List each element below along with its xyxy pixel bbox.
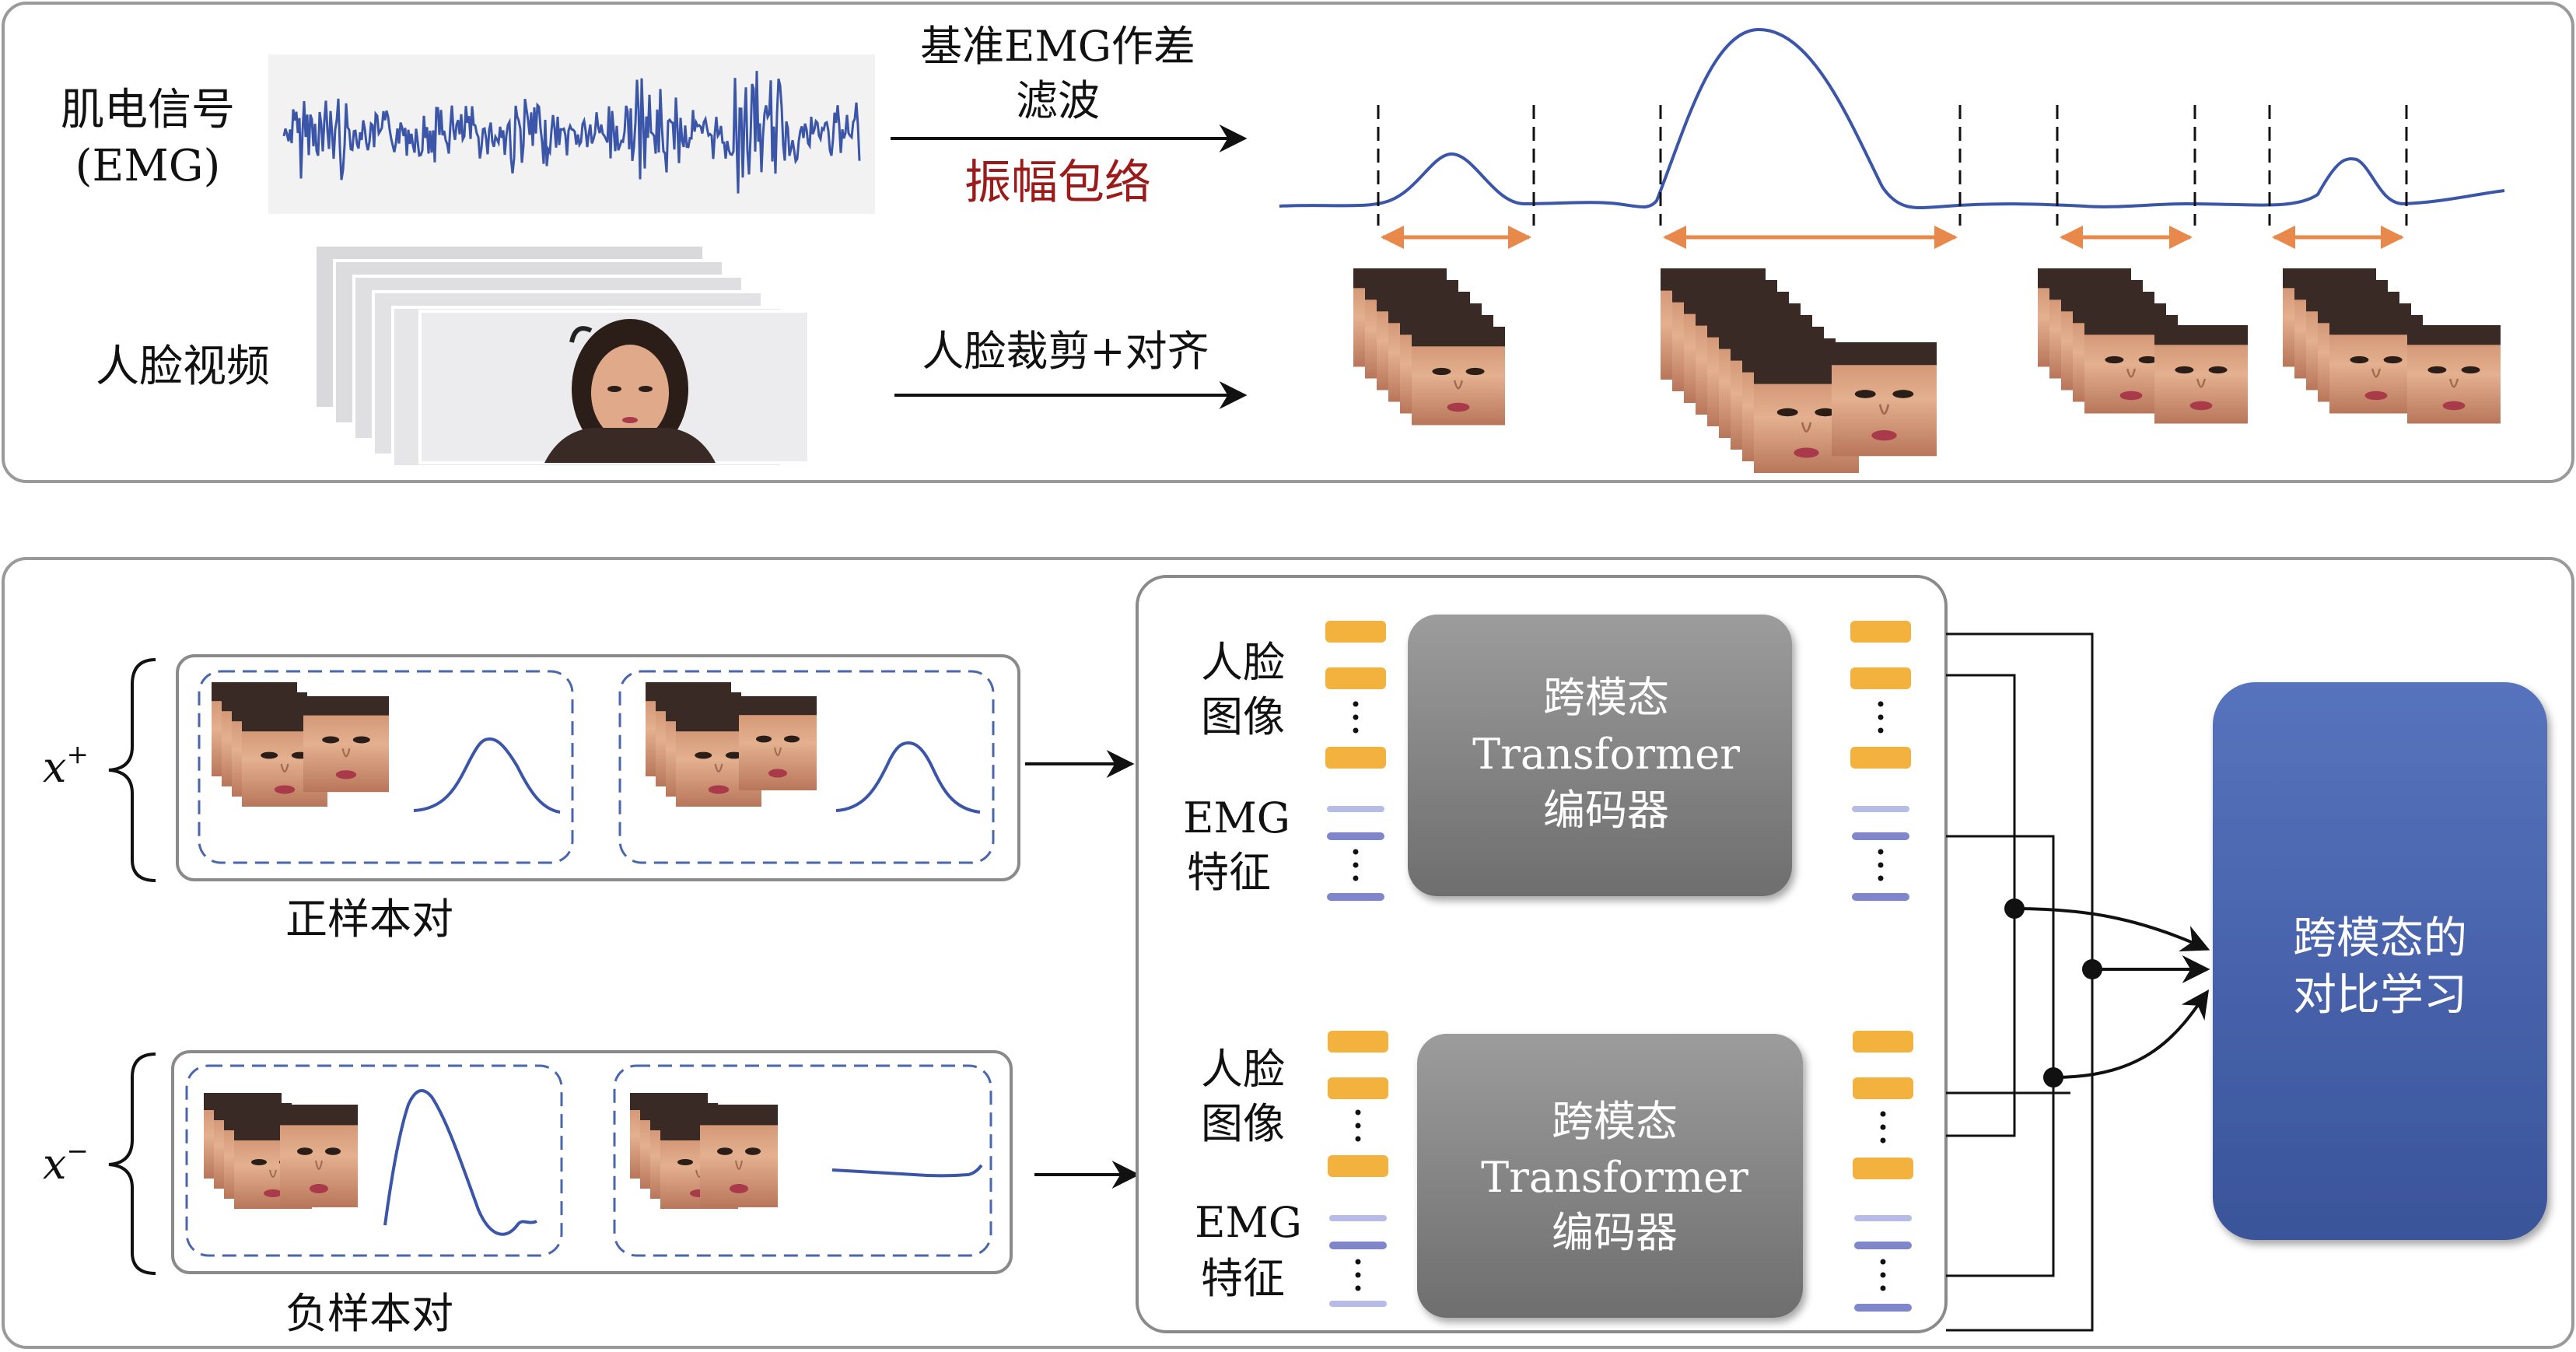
negative-envelope-1 <box>383 1089 537 1236</box>
encoder2-title-line1: 跨模态 <box>1552 1097 1678 1146</box>
encoder1-output-tokens <box>1850 621 1911 901</box>
encoder2-emg-label-line1: EMG <box>1195 1198 1302 1247</box>
filter-label-line1: 基准EMG作差 <box>920 22 1195 71</box>
positive-face-stack-2 <box>644 681 818 808</box>
encoder2-face-label-line2: 图像 <box>1201 1099 1285 1148</box>
positive-brace <box>108 658 156 882</box>
encoder2-box <box>1417 1034 1803 1318</box>
positive-pair-label: 正样本对 <box>285 895 453 944</box>
encoder2-output-tokens <box>1853 1031 1913 1312</box>
encoder2-face-label-line1: 人脸 <box>1201 1045 1285 1094</box>
positive-sample-2 <box>618 670 995 864</box>
encoder1-face-label-line2: 图像 <box>1201 692 1285 741</box>
encoder2-title-line2: Transformer <box>1481 1153 1748 1202</box>
positive-face-stack-1 <box>210 681 390 808</box>
positive-pair-symbol: x+ <box>43 739 89 792</box>
positive-envelope-2 <box>835 741 981 814</box>
encoder1-title-line2: Transformer <box>1472 730 1740 779</box>
encoder2-input-tokens <box>1328 1031 1388 1307</box>
positive-envelope-1 <box>413 737 561 814</box>
negative-pair-box <box>171 1050 1013 1274</box>
encoder1-box <box>1408 615 1792 896</box>
negative-pair-label: 负样本对 <box>285 1289 453 1338</box>
negative-brace <box>108 1053 156 1275</box>
contrastive-label-line1: 跨模态的 <box>2293 913 2467 964</box>
negative-face-stack-1 <box>203 1092 359 1210</box>
negative-envelope-2 <box>831 1164 983 1178</box>
segment-markers <box>1377 105 2408 226</box>
emg-label-line1: 肌电信号 <box>61 85 235 135</box>
positive-sample-1 <box>198 670 574 864</box>
negative-pair-symbol: x− <box>43 1136 89 1189</box>
contrastive-label-line2: 对比学习 <box>2293 970 2467 1021</box>
envelope-label: 振幅包络 <box>964 156 1151 210</box>
raw-emg-signal <box>268 54 875 214</box>
face-video-label: 人脸视频 <box>96 342 270 392</box>
encoder1-title-line3: 编码器 <box>1543 786 1669 835</box>
encoder1-emg-label-line1: EMG <box>1183 793 1290 842</box>
negative-sample-1 <box>185 1064 563 1257</box>
encoder1-input-tokens <box>1325 621 1386 901</box>
amplitude-envelope <box>1279 27 2505 209</box>
encoder2-emg-label-line2: 特征 <box>1201 1254 1285 1303</box>
encoder1-emg-label-line2: 特征 <box>1187 848 1271 897</box>
negative-face-stack-2 <box>629 1092 779 1210</box>
contrastive-learning-box <box>2213 682 2547 1240</box>
crop-label: 人脸裁剪+对齐 <box>922 327 1209 376</box>
negative-sample-2 <box>613 1064 992 1257</box>
encoder1-title-line1: 跨模态 <box>1543 673 1669 722</box>
face-video-frames <box>313 243 810 468</box>
encoder2-title-line3: 编码器 <box>1552 1208 1678 1257</box>
encoder1-face-label-line1: 人脸 <box>1201 638 1285 687</box>
emg-label-line2: (EMG) <box>75 141 221 191</box>
contrastive-input-arrows <box>2014 907 2210 1079</box>
filter-label-line2: 滤波 <box>1016 76 1100 125</box>
